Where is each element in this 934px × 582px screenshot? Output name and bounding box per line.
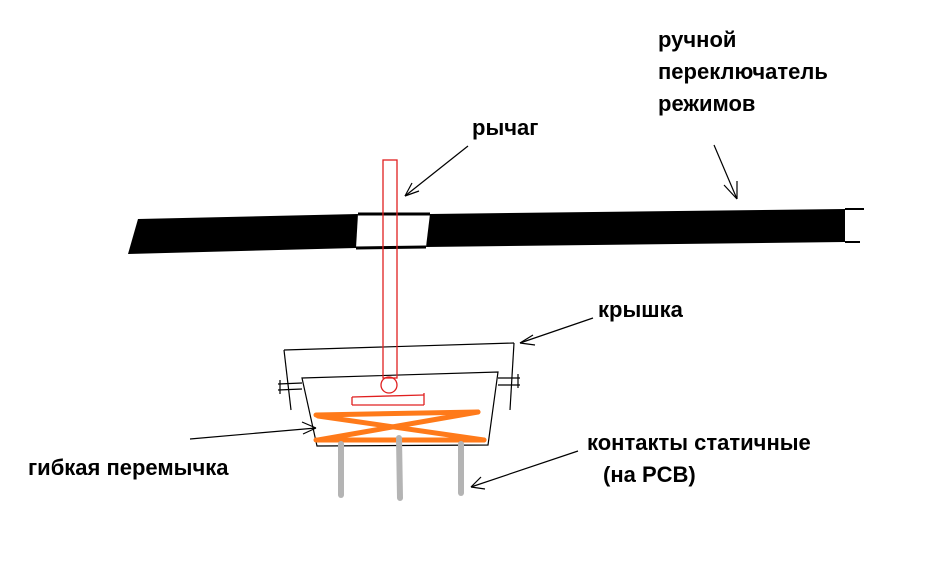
static-contacts-label-line-2: (на PCB) <box>603 462 696 487</box>
arrow-to-lever <box>404 145 469 197</box>
mode-switch-label-line-3: режимов <box>658 91 756 116</box>
arrow-to-cover <box>519 317 594 346</box>
lever <box>351 159 425 406</box>
arrow-to-switch <box>713 144 738 200</box>
lever-label: рычаг <box>472 115 539 140</box>
arrow-to-contacts <box>470 450 579 490</box>
mode-switch-label-line-1: ручной <box>658 27 737 52</box>
cover-outline <box>283 342 515 411</box>
mode-switch-label-line-2: переключатель <box>658 59 828 84</box>
mode-switch-label: ручной переключатель режимов <box>658 24 828 120</box>
flex-jumper <box>313 409 487 443</box>
switch-housing <box>277 371 520 447</box>
static-contacts-label-line-1: контакты статичные <box>587 430 811 455</box>
static-contacts <box>338 435 464 501</box>
arrow-to-jumper <box>189 421 317 440</box>
static-contacts-label: контакты статичные (на PCB) <box>587 427 811 491</box>
mode-switch-bar <box>128 208 864 254</box>
flex-jumper-label: гибкая перемычка <box>28 455 229 480</box>
pointer-arrows <box>189 144 738 490</box>
cover-label: крышка <box>598 297 683 322</box>
